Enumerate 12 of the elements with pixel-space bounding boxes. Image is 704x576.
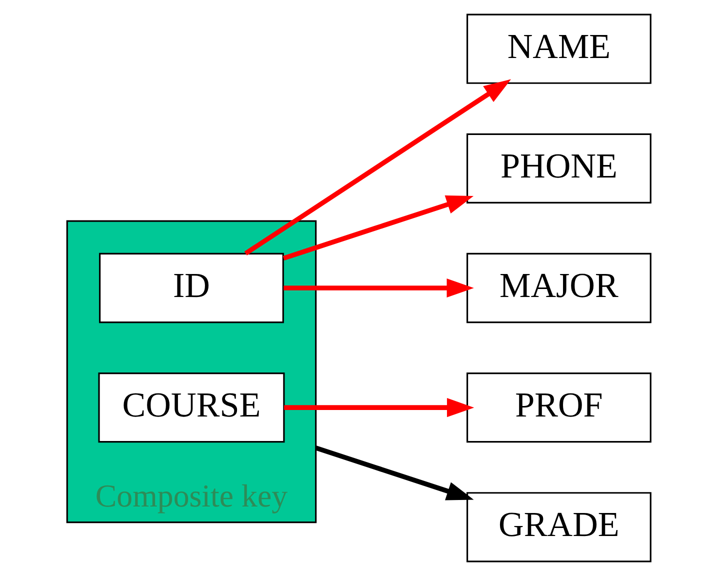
arrow xyxy=(284,398,474,418)
node-box: PROF xyxy=(466,372,651,443)
arrow xyxy=(244,79,511,256)
node-box: GRADE xyxy=(466,492,651,562)
arrow xyxy=(283,278,474,298)
node-box: COURSE xyxy=(98,372,284,443)
node-box: MAJOR xyxy=(466,252,651,324)
node-box: PHONE xyxy=(466,133,651,204)
node-box: ID xyxy=(98,252,284,324)
node-box: NAME xyxy=(466,14,651,84)
arrow xyxy=(314,446,474,500)
arrow xyxy=(282,195,474,261)
